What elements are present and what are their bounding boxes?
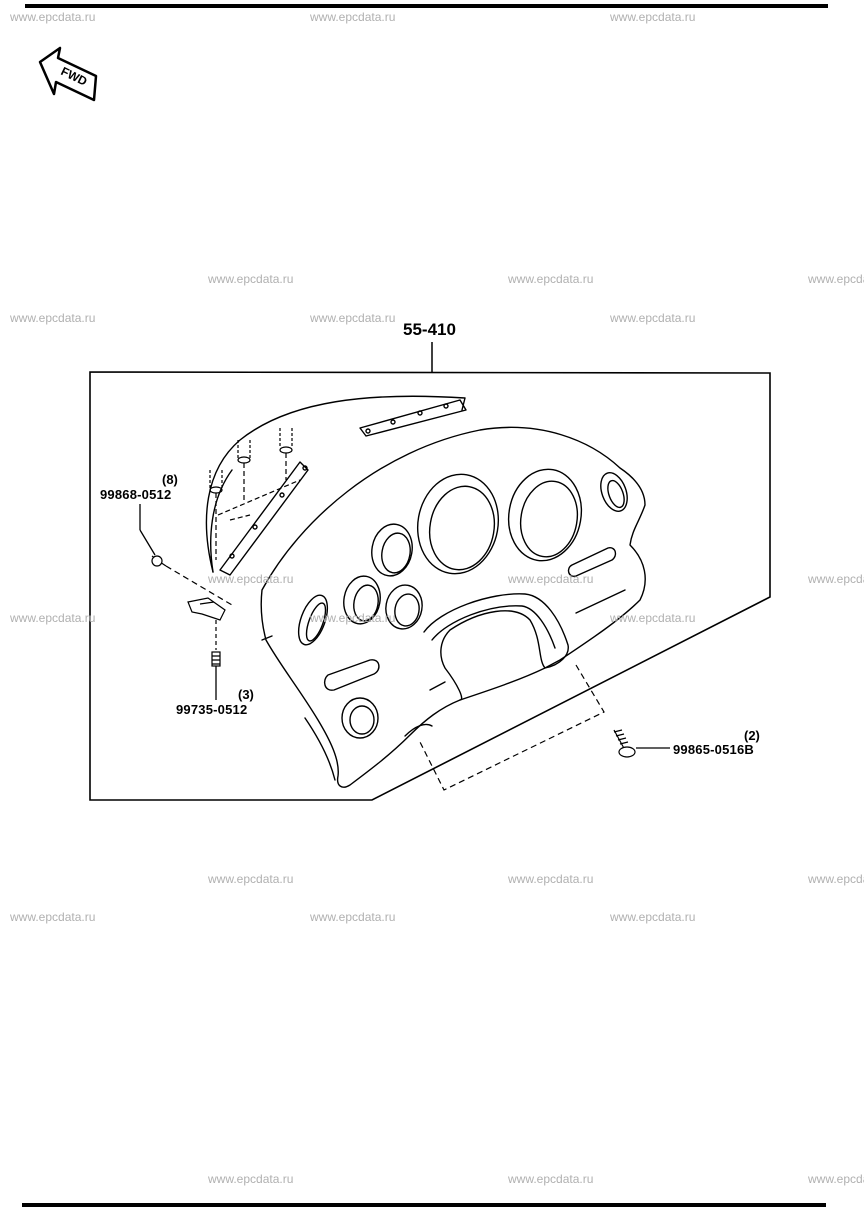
watermark: www.epcdata.ru bbox=[208, 272, 294, 286]
watermark: www.epcdata.ru bbox=[310, 910, 396, 924]
watermark: www.epcdata.ru bbox=[10, 311, 96, 325]
part-quantity: (3) bbox=[238, 687, 254, 702]
watermark: www.epcdata.ru bbox=[208, 572, 294, 586]
part-quantity: (2) bbox=[744, 728, 760, 743]
watermark: www.epcdata.ru bbox=[208, 872, 294, 886]
hood-clips bbox=[209, 428, 301, 560]
part-quantity: (8) bbox=[162, 472, 178, 487]
watermark: www.epcdata.ru bbox=[610, 910, 696, 924]
watermark: www.epcdata.ru bbox=[310, 10, 396, 24]
watermark: www.epcdata.ru bbox=[310, 311, 396, 325]
meter-hood bbox=[205, 395, 646, 788]
bracket bbox=[187, 597, 226, 650]
watermark: www.epcdata.ru bbox=[508, 1172, 594, 1186]
watermark: www.epcdata.ru bbox=[808, 272, 864, 286]
watermark: www.epcdata.ru bbox=[808, 872, 864, 886]
watermark: www.epcdata.ru bbox=[10, 10, 96, 24]
fwd-arrow-icon: FWD bbox=[38, 46, 98, 102]
watermark: www.epcdata.ru bbox=[808, 572, 864, 586]
watermark: www.epcdata.ru bbox=[508, 272, 594, 286]
assembly-reference: 55-410 bbox=[403, 320, 456, 339]
assembly-boundary bbox=[89, 371, 771, 801]
watermark: www.epcdata.ru bbox=[610, 611, 696, 625]
screw-99735-0512 bbox=[211, 651, 221, 700]
watermark: www.epcdata.ru bbox=[808, 1172, 864, 1186]
watermark: www.epcdata.ru bbox=[10, 611, 96, 625]
watermark: www.epcdata.ru bbox=[10, 910, 96, 924]
part-number-label: 99735-0512 bbox=[176, 702, 248, 717]
screw-99865-0516B bbox=[419, 664, 670, 791]
screw-99868-0512 bbox=[139, 504, 233, 606]
watermark: www.epcdata.ru bbox=[610, 10, 696, 24]
part-number-label: 99868-0512 bbox=[100, 487, 172, 502]
watermark: www.epcdata.ru bbox=[208, 1172, 294, 1186]
watermark: www.epcdata.ru bbox=[310, 611, 396, 625]
watermark: www.epcdata.ru bbox=[508, 572, 594, 586]
watermark: www.epcdata.ru bbox=[508, 872, 594, 886]
watermark: www.epcdata.ru bbox=[610, 311, 696, 325]
part-number-label: 99865-0516B bbox=[673, 742, 754, 757]
